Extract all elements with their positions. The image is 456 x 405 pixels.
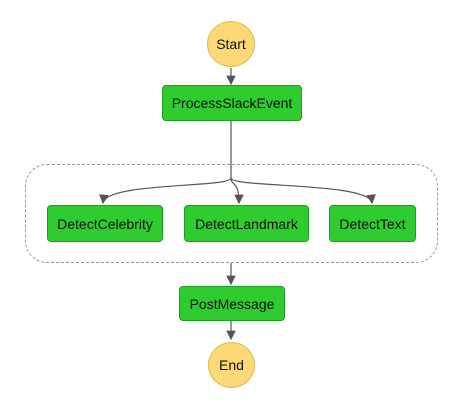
start-node[interactable]: Start [207,21,255,67]
end-node[interactable]: End [208,342,255,388]
post-message-node[interactable]: PostMessage [179,286,285,321]
start-label: Start [216,36,246,52]
detect-text-label: DetectText [339,215,406,232]
process-slack-event-label: ProcessSlackEvent [171,95,293,111]
process-slack-event-node[interactable]: ProcessSlackEvent [162,85,302,121]
end-label: End [219,357,244,373]
detect-celebrity-label: DetectCelebrity [57,215,153,232]
detect-celebrity-node[interactable]: DetectCelebrity [47,205,163,242]
detect-landmark-node[interactable]: DetectLandmark [184,205,309,242]
edge-to-detect-text [230,177,376,205]
post-message-label: PostMessage [189,295,275,312]
detect-landmark-label: DetectLandmark [195,215,298,232]
edge-to-detect-celebrity [99,177,232,205]
edge-to-detect-landmark [230,177,244,205]
parallel-state-container [25,164,438,263]
detect-text-node[interactable]: DetectText [329,205,416,242]
